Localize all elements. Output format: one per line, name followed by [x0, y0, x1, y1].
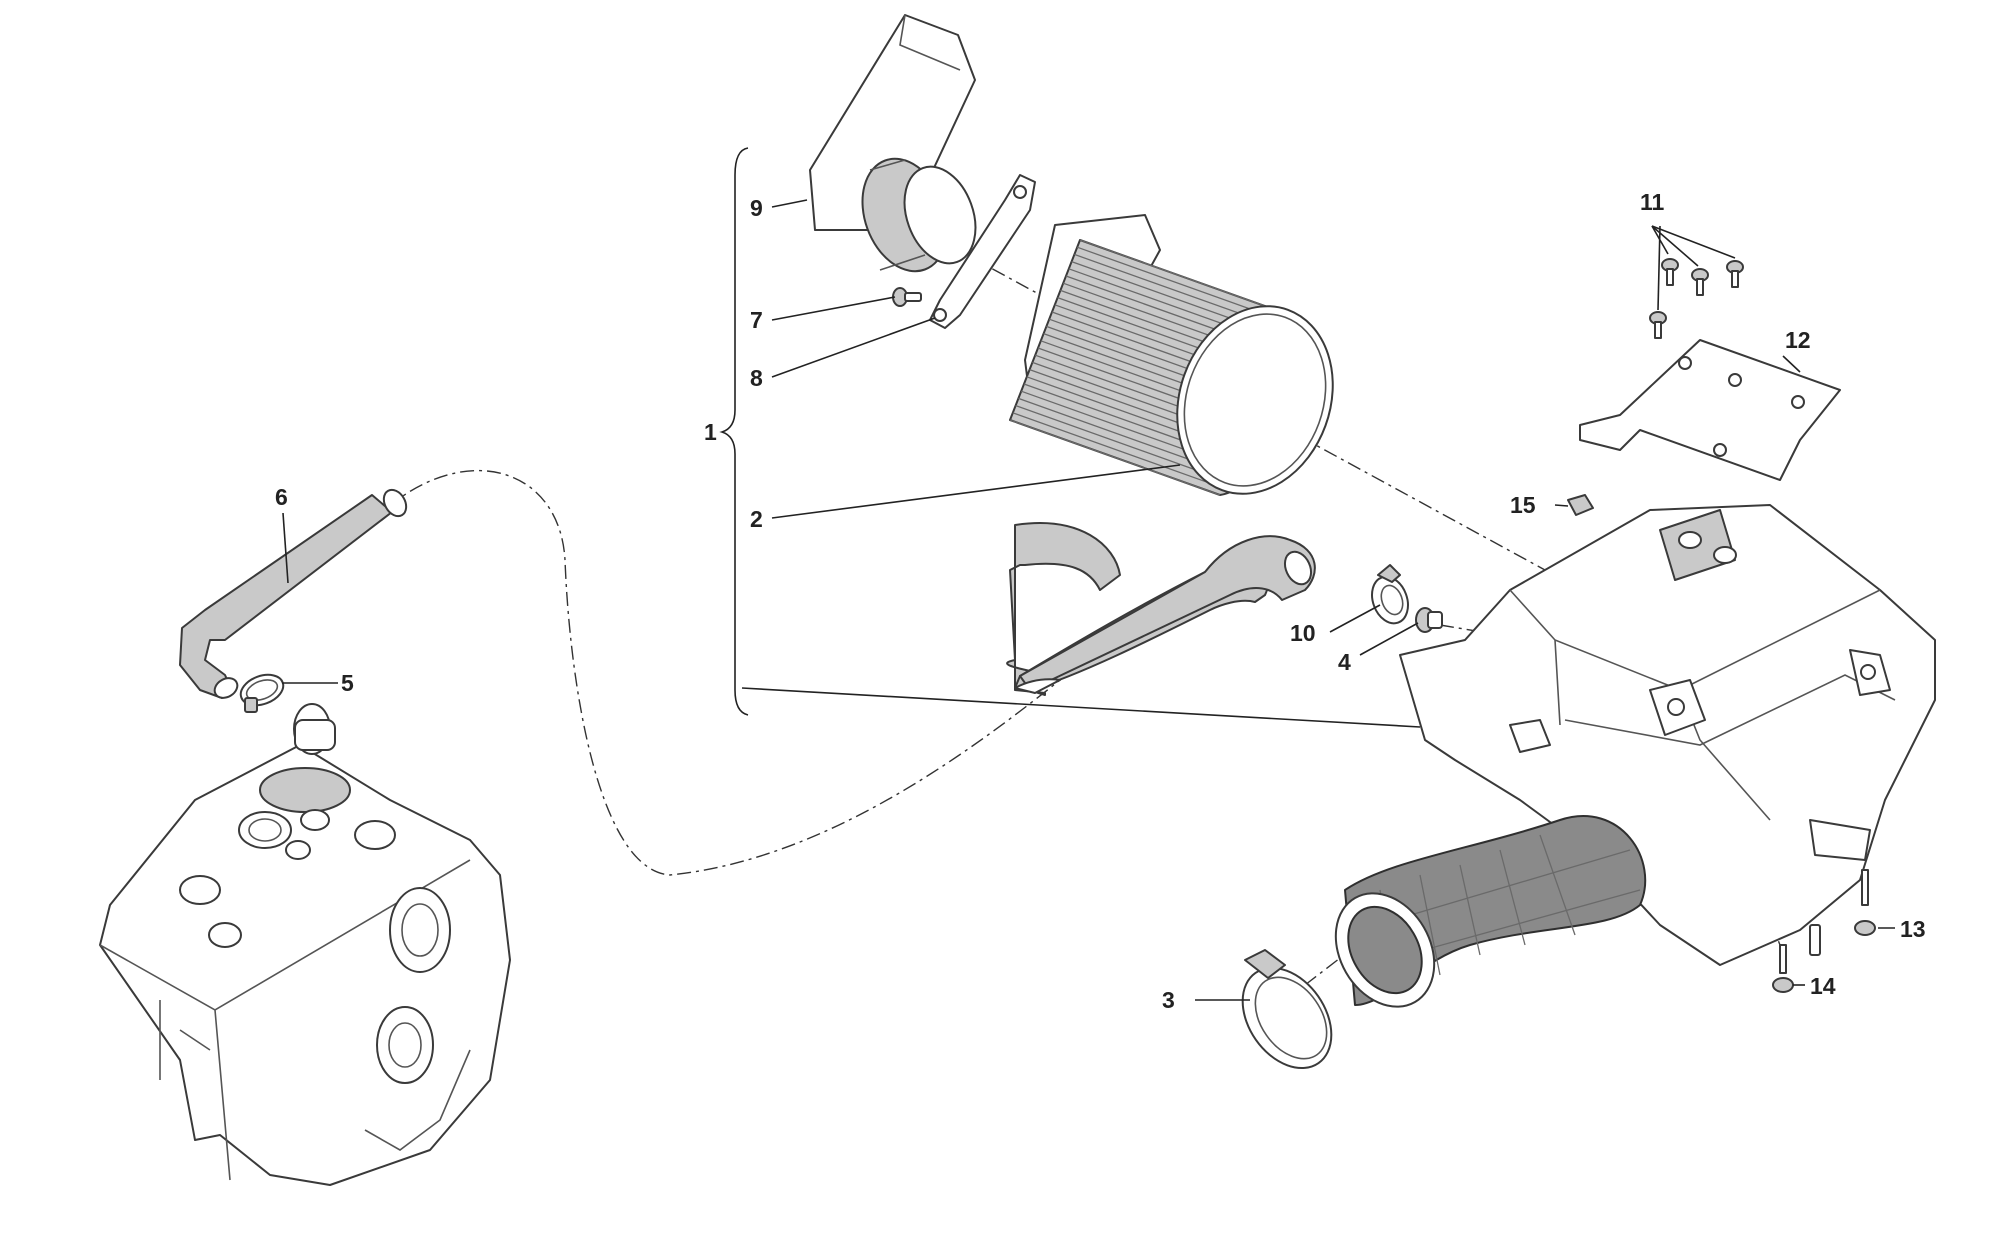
screw-7-part [892, 287, 922, 307]
leader-lines [282, 199, 1895, 1001]
fitting-axis-line [1439, 624, 1501, 636]
callout-12: 12 [1785, 327, 1811, 353]
engine-head-part [99, 703, 511, 1186]
clamp-axis-line [1304, 934, 1371, 986]
callout-2: 2 [750, 506, 763, 532]
callout-1: 1 [704, 419, 717, 445]
clamp-3-part [1241, 949, 1333, 1070]
callout-13: 13 [1900, 916, 1926, 942]
filter-pleat [1015, 404, 1226, 482]
fitting-4-part [1415, 607, 1443, 633]
filter-pleat [1009, 419, 1221, 496]
callout-4: 4 [1338, 649, 1351, 675]
callout-8: 8 [750, 365, 763, 391]
hose-routing-line [387, 469, 1061, 876]
callout-7: 7 [750, 307, 763, 333]
callout-3: 3 [1162, 987, 1175, 1013]
airbox-outlet-duct-part [1334, 815, 1647, 1008]
air-filter-part [1009, 214, 1334, 496]
callout-9: 9 [750, 195, 763, 221]
clamp-10-part [1371, 564, 1409, 625]
group-bracket [719, 147, 749, 716]
callout-labels: 1 2 3 4 5 6 7 8 9 10 11 12 13 14 15 [275, 189, 1926, 1013]
intake-hose-drawn [1014, 535, 1316, 694]
callout-6: 6 [275, 484, 288, 510]
intake-duct-part [809, 14, 977, 273]
airbox-housing-part [1399, 504, 1936, 966]
clamp-5-part [239, 673, 285, 713]
callout-10: 10 [1290, 620, 1316, 646]
screw-13-part [1854, 869, 1876, 936]
bolts-11-part [1649, 258, 1744, 339]
callout-15: 15 [1510, 492, 1536, 518]
filter-pleat [1079, 239, 1291, 316]
clip-15-part [1567, 494, 1594, 516]
callout-5: 5 [341, 670, 354, 696]
filter-pleat [1012, 412, 1224, 489]
screw-14-part [1772, 944, 1794, 993]
bracket-12-part [1579, 339, 1841, 481]
gasket-part [929, 174, 1036, 329]
callout-11: 11 [1640, 189, 1665, 215]
breather-hose-part [179, 488, 408, 699]
callout-14: 14 [1810, 973, 1836, 999]
